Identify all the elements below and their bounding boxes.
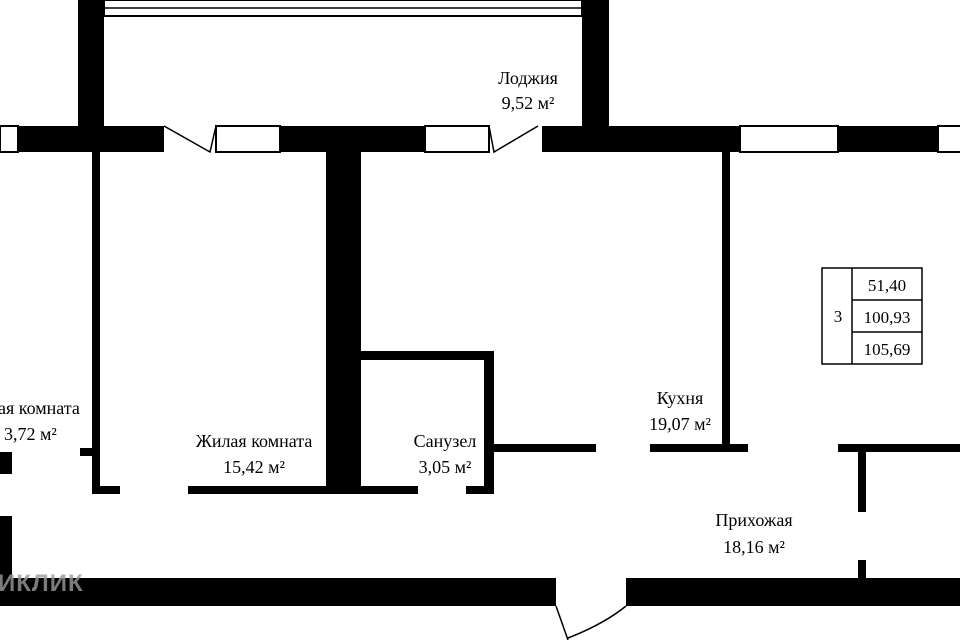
wall-segment [626, 578, 960, 606]
entrance-door-arc [567, 605, 627, 639]
room-left-name: ая комната [0, 398, 80, 418]
area-summary-table: 3 51,40 100,93 105,69 [821, 267, 923, 365]
wall-right-vertical-lower [858, 560, 866, 578]
room-mid-name: Жилая комната [196, 431, 313, 451]
loggia-left-wall [78, 0, 104, 140]
loggia-area: 9,52 м² [502, 93, 555, 113]
wall-thick-center [326, 152, 361, 494]
bathroom-area: 3,05 м² [419, 457, 472, 477]
wall-left-room-jamb [92, 448, 100, 494]
wall-kitchen-bottom-right [650, 444, 748, 452]
room-mid-area: 15,42 м² [223, 457, 285, 477]
wall-bath-bottom [466, 486, 494, 494]
wall-bath-right [484, 351, 494, 494]
hallway-name: Прихожая [715, 510, 792, 530]
total-with-loggia-value: 105,69 [864, 340, 911, 359]
loggia [78, 0, 609, 140]
wall-left-room [92, 152, 100, 452]
wall-left-room-bottom [92, 486, 120, 494]
wall-right-partition [838, 444, 960, 452]
loggia-name: Лоджия [498, 68, 558, 88]
wall-mid-room-bottom [188, 486, 418, 494]
wall-segment [0, 578, 556, 606]
wall-right-vertical [858, 452, 866, 512]
window [424, 125, 490, 153]
top-wall [0, 125, 960, 154]
hallway-area: 18,16 м² [723, 537, 785, 557]
wall-segment [18, 126, 164, 152]
wall-kitchen-right [722, 152, 730, 452]
wall-bath-top [354, 351, 494, 360]
door-swing [488, 125, 539, 154]
total-area-value: 100,93 [864, 308, 911, 327]
bathroom-name: Санузел [414, 431, 477, 451]
bottom-wall [0, 578, 960, 640]
window [937, 125, 960, 153]
watermark: ИКЛИК [0, 570, 84, 597]
loggia-right-wall [582, 0, 609, 140]
wall-far-left [0, 452, 12, 474]
wall-segment [838, 126, 938, 152]
wall-segment [542, 126, 740, 152]
wall-far-left-lower [0, 516, 12, 578]
wall-kitchen-bottom-left [494, 444, 596, 452]
interior-walls [0, 152, 960, 578]
kitchen-name: Кухня [657, 388, 704, 408]
window [215, 125, 281, 153]
wall-stub [80, 448, 100, 456]
window [739, 125, 839, 153]
living-area-value: 51,40 [868, 276, 906, 295]
room-left-area: 3,72 м² [4, 424, 57, 444]
door-swing [163, 125, 217, 154]
entrance-door-leaf [555, 605, 569, 640]
room-labels: Лоджия 9,52 м² ая комната 3,72 м² Жилая … [0, 68, 793, 557]
wall-segment [280, 126, 425, 152]
rooms-count: 3 [834, 307, 843, 326]
kitchen-area: 19,07 м² [649, 414, 711, 434]
window [0, 125, 19, 153]
